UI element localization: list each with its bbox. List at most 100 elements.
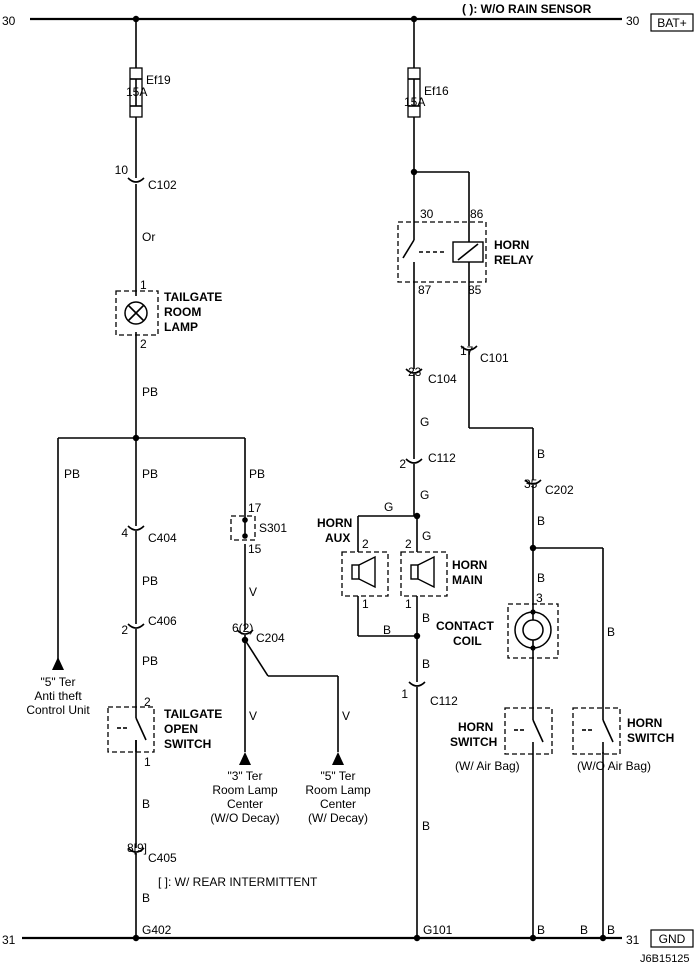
c101-pin: 17	[460, 344, 474, 358]
figure-code: J6B15125	[640, 953, 690, 965]
wire-g-label-3: G	[384, 500, 393, 514]
wire-pb-label-2: PB	[64, 467, 80, 481]
junction-dots	[132, 15, 607, 942]
connector-c204: 6(2) C204	[232, 621, 285, 645]
switch-label-3: SWITCH	[164, 737, 211, 751]
fuse-ef16-rating: 15A	[404, 95, 425, 109]
c104-name: C104	[428, 372, 457, 386]
wire-b-label-3: B	[422, 611, 430, 625]
c112a-name: C112	[428, 451, 456, 465]
c102-pin: 10	[115, 163, 129, 177]
contact-coil-label-1: CONTACT	[436, 619, 494, 633]
horn-feed-wire	[413, 19, 470, 222]
wire-b-label-6: B	[422, 819, 430, 833]
anti-theft-l1: "5" Ter	[41, 675, 76, 689]
no-airbag-branch	[533, 547, 604, 938]
wire-b-label-2: B	[142, 891, 150, 905]
bus-top-right-label: 30	[626, 14, 640, 28]
wire-b-label-12: B	[607, 923, 615, 937]
wire-pb-label-6: PB	[142, 654, 158, 668]
c104-pin: 23	[408, 365, 422, 379]
bus-bottom-right-label: 31	[626, 933, 640, 947]
horn-switch-noairbag-label-2: SWITCH	[627, 731, 674, 745]
lamp-label-1: TAILGATE	[164, 290, 222, 304]
horn-aux: 2 1 HORN AUX	[317, 516, 389, 611]
c404-pin: 4	[121, 526, 128, 540]
wire-b-label-11: B	[537, 923, 545, 937]
connector-c104: 23 C104	[405, 365, 457, 386]
s301-pin-top: 17	[248, 501, 262, 515]
horn-switch-airbag: HORN SWITCH (W/ Air Bag)	[450, 707, 553, 773]
room-lamp-5-l1: "5" Ter	[321, 769, 356, 783]
horn-switch-noairbag: HORN SWITCH (W/O Air Bag)	[572, 707, 674, 773]
c405-name: C405	[148, 851, 177, 865]
horn-main-label-2: MAIN	[452, 573, 483, 587]
wire-b-label-13: B	[580, 923, 588, 937]
relay-85-wire	[468, 282, 534, 606]
wire-b-label-9: B	[537, 571, 545, 585]
c406-pin: 2	[121, 623, 128, 637]
contact-coil-label-2: COIL	[453, 634, 482, 648]
c112b-pin: 1	[401, 687, 408, 701]
c404-name: C404	[148, 531, 177, 545]
ground-bus: 31 31 GND J6B15125	[2, 929, 694, 965]
bus-bottom-left-label: 31	[2, 933, 16, 947]
horn-switch-noairbag-note: (W/O Air Bag)	[577, 759, 651, 773]
wire-g-label-1: G	[420, 415, 429, 429]
horn-aux-pin-top: 2	[362, 537, 369, 551]
bat-plus-tag-label: BAT+	[657, 16, 686, 30]
room-lamp-3-l1: "3" Ter	[228, 769, 263, 783]
ground-g402: G402	[142, 923, 172, 937]
wire-b-label-8: B	[537, 514, 545, 528]
room-lamp-3-l3: Center	[227, 797, 263, 811]
wire-v-label-2: V	[249, 709, 257, 723]
bat-plus-tag	[650, 13, 694, 32]
c202-name: C202	[545, 483, 574, 497]
wire-pb-label-1: PB	[142, 385, 158, 399]
wire-or-label: Or	[142, 230, 155, 244]
fuse-ef16-id: Ef16	[424, 84, 449, 98]
horn-switch-noairbag-label-1: HORN	[627, 716, 662, 730]
wire-b-label-7: B	[537, 447, 545, 461]
wire-pb-label-3: PB	[142, 467, 158, 481]
lamp-pin1: 1	[140, 278, 147, 292]
wire-b-label-10: B	[607, 625, 615, 639]
c204-name: C204	[256, 631, 285, 645]
c112a-pin: 2	[399, 457, 406, 471]
connector-c101: 17 C101	[460, 344, 509, 365]
connector-c405: 8[9] C405	[127, 841, 177, 865]
relay-pin-85: 85	[468, 283, 482, 297]
wire-b-label-1: B	[142, 797, 150, 811]
horn-aux-label-2: AUX	[325, 531, 350, 545]
switch-pin1: 2	[144, 695, 151, 709]
c204-branches	[244, 635, 339, 752]
horn-main-label-1: HORN	[452, 558, 487, 572]
splice-s301: 17 15 S301	[230, 501, 287, 556]
pb-distribution	[57, 437, 246, 660]
room-lamp-5-l3: Center	[320, 797, 356, 811]
gnd-tag	[650, 929, 694, 948]
relay-pin-87: 87	[418, 283, 432, 297]
horn-switch-airbag-note: (W/ Air Bag)	[455, 759, 520, 773]
lamp-label-3: LAMP	[164, 320, 198, 334]
battery-bus: 30 30 BAT+ ( ): W/O RAIN SENSOR	[2, 2, 694, 32]
connector-c112-top: 2 C112	[399, 451, 456, 471]
horn-main-pin-bottom: 1	[405, 597, 412, 611]
horn-main: 2 1 HORN MAIN	[400, 537, 487, 611]
c405-pin: 8[9]	[127, 841, 147, 855]
connector-c102: 10 C102	[115, 163, 177, 192]
relay-pin-30: 30	[420, 207, 434, 221]
ground-g101: G101	[423, 923, 453, 937]
c204-pin: 6(2)	[232, 621, 253, 635]
bus-top-left-label: 30	[2, 14, 16, 28]
s301-name: S301	[259, 521, 287, 535]
connector-c406: 2 C406	[121, 614, 177, 637]
contact-coil: 3 CONTACT COIL	[436, 591, 559, 659]
anti-theft-terminal: "5" Ter Anti theft Control Unit	[26, 657, 90, 717]
connector-c112-bottom: 1 C112	[401, 681, 458, 708]
horn-aux-label-1: HORN	[317, 516, 352, 530]
rain-sensor-legend: ( ): W/O RAIN SENSOR	[462, 2, 592, 16]
c406-name: C406	[148, 614, 177, 628]
horn-main-pin-top: 2	[405, 537, 412, 551]
wire-pb-label-5: PB	[142, 574, 158, 588]
